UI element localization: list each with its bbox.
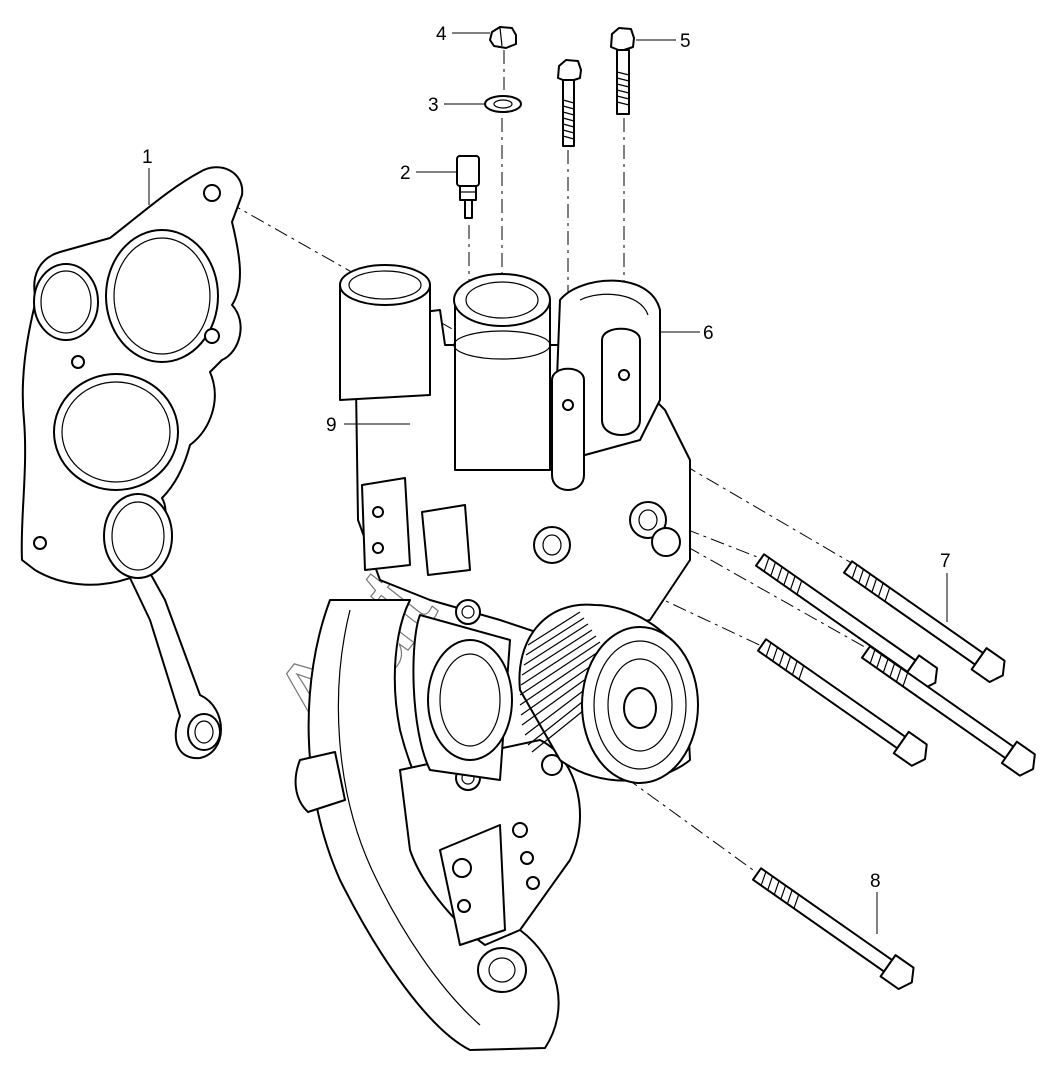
callout-2: 2 bbox=[400, 163, 411, 184]
sealing-washer-part bbox=[484, 95, 522, 113]
callout-3: 3 bbox=[428, 95, 439, 116]
water-pump-housing-part bbox=[294, 264, 699, 1051]
callout-5: 5 bbox=[680, 31, 691, 52]
callout-6: 6 bbox=[703, 323, 714, 344]
upper-bolts bbox=[557, 27, 635, 147]
callout-7: 7 bbox=[940, 551, 951, 572]
callout-labels: 1 2 3 4 5 6 7 8 9 bbox=[142, 24, 951, 892]
callout-8: 8 bbox=[870, 871, 881, 892]
lower-bolt bbox=[751, 867, 915, 991]
callout-leaders bbox=[148, 32, 948, 934]
callout-9: 9 bbox=[326, 415, 337, 436]
gasket-part bbox=[20, 166, 244, 760]
temperature-sensor-part bbox=[456, 155, 480, 219]
long-bolts bbox=[754, 553, 1036, 777]
plug-screw-part bbox=[489, 26, 517, 49]
callout-1: 1 bbox=[142, 147, 153, 168]
callout-4: 4 bbox=[436, 24, 447, 45]
